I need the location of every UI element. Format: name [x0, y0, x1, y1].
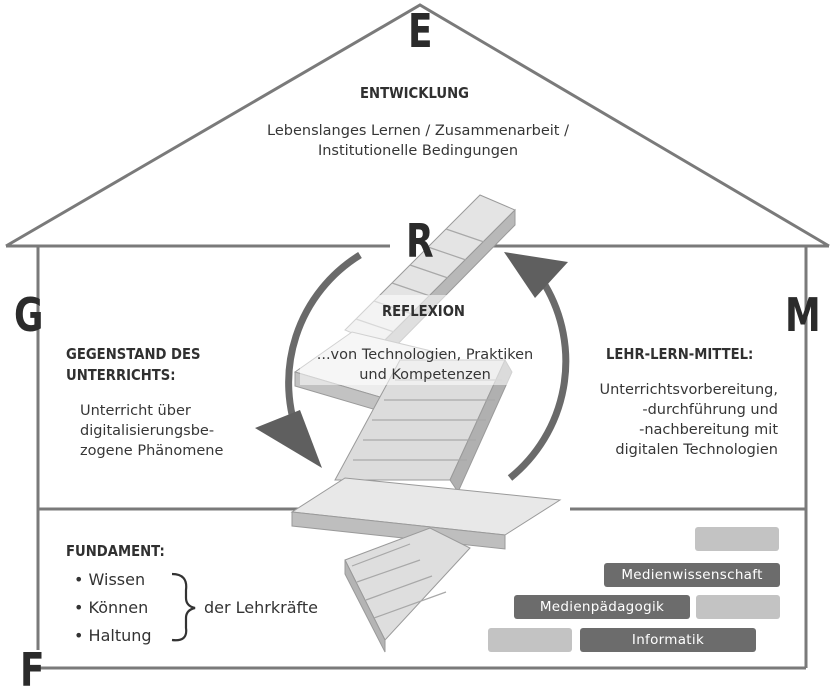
arrow-right — [507, 283, 570, 481]
fundament-item-label: Haltung — [88, 626, 152, 645]
fundament-item-label: Können — [88, 598, 149, 617]
bullet-icon: • — [74, 626, 84, 645]
letter-e: E — [408, 4, 433, 58]
bullet-icon: • — [74, 570, 84, 589]
fundament-item-wissen: • Wissen — [74, 566, 145, 593]
reflexion-text-line2: und Kompetenzen — [359, 367, 491, 383]
brick-blank-middle — [696, 595, 780, 619]
arrowhead-left — [255, 410, 322, 468]
fundament-item-label: Wissen — [88, 570, 146, 589]
arrowhead-right — [504, 252, 568, 298]
brick-blank-bottom — [488, 628, 572, 652]
letter-f: F — [20, 643, 45, 686]
lehrlern-text-line3: -nachbereitung mit — [639, 422, 778, 438]
lehrlern-text-line1: Unterrichtsvorbereitung, — [599, 382, 778, 398]
fundament-suffix: der Lehrkräfte — [204, 598, 318, 617]
reflexion-title: REFLEXION — [382, 302, 465, 320]
gegenstand-text-line2: digitalisierungsbe- — [80, 423, 215, 439]
lehrlern-title: LEHR-LERN-MITTEL: — [606, 345, 754, 363]
gegenstand-text-line1: Unterricht über — [80, 403, 191, 419]
reflexion-text-line1: ...von Technologien, Praktiken — [316, 347, 534, 363]
entwicklung-text-line2: Institutionelle Bedingungen — [317, 143, 519, 159]
entwicklung-text-line1: Lebenslanges Lernen / Zusammenarbeit / — [267, 123, 569, 139]
arrow-left — [285, 252, 362, 442]
brick-medienpaedagogik: Medienpädagogik — [514, 595, 690, 619]
gegenstand-text-line3: zogene Phänomene — [80, 443, 224, 459]
gegenstand-title-line1: GEGENSTAND DES — [66, 345, 201, 363]
brick-medienwissenschaft: Medienwissenschaft — [604, 563, 780, 587]
roof-outline — [5, 3, 830, 248]
brick-blank-top — [695, 527, 779, 551]
letter-g: G — [14, 288, 44, 342]
entwicklung-title: ENTWICKLUNG — [360, 84, 470, 102]
reflexion-backdrop — [300, 295, 550, 385]
brick-informatik: Informatik — [580, 628, 756, 652]
fundament-title: FUNDAMENT: — [66, 542, 165, 560]
gegenstand-title-line2: UNTERRICHTS: — [66, 366, 176, 384]
fundament-item-haltung: • Haltung — [74, 622, 152, 649]
fundament-brace — [171, 572, 196, 642]
letter-r: R — [406, 214, 434, 268]
bullet-icon: • — [74, 598, 84, 617]
lehrlern-text-line4: digitalen Technologien — [615, 442, 778, 458]
lehrlern-text-line2: -durchführung und — [642, 402, 778, 418]
fundament-item-koennen: • Können — [74, 594, 148, 621]
letter-m: M — [785, 288, 821, 342]
